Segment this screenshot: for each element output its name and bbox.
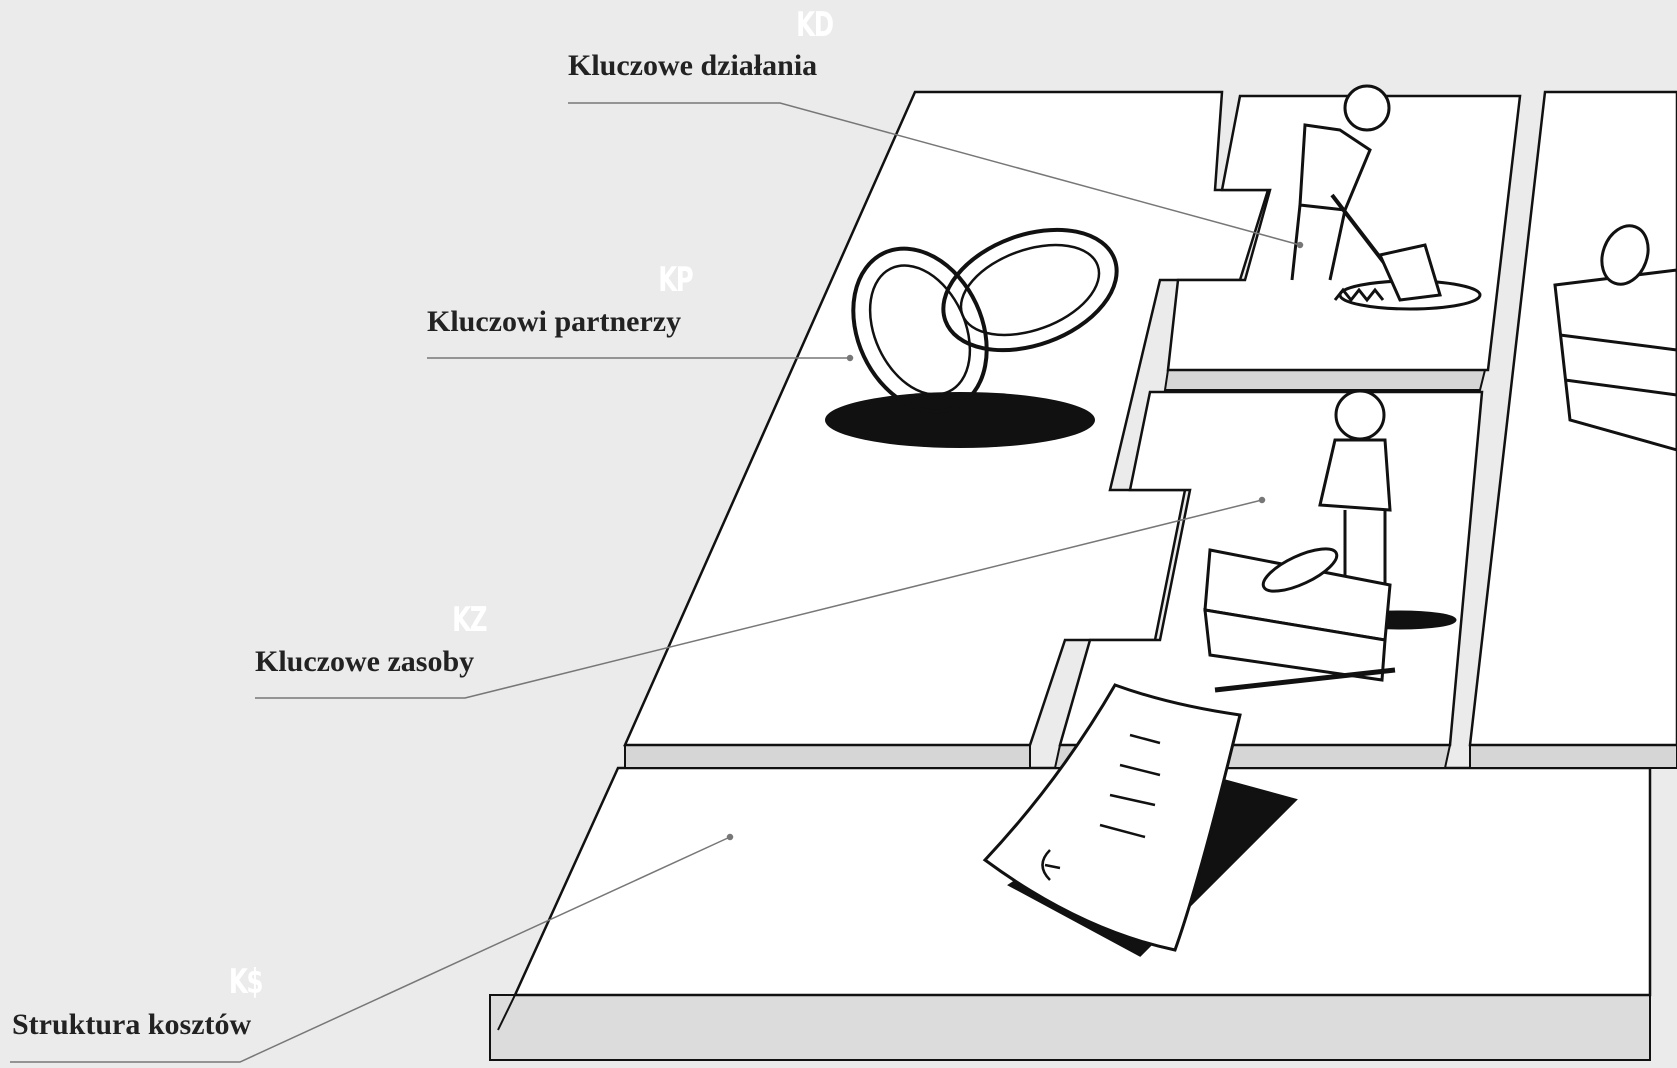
code-kp: KP (658, 263, 692, 297)
code-ks: K$ (229, 965, 262, 999)
code-kz: KZ (452, 603, 486, 637)
title-kd: Kluczowe działania (568, 51, 817, 81)
code-kd: KD (797, 8, 833, 42)
title-kp: Kluczowi partnerzy (427, 307, 681, 337)
title-ks: Struktura kosztów (12, 1010, 251, 1040)
title-kz: Kluczowe zasoby (255, 647, 474, 677)
